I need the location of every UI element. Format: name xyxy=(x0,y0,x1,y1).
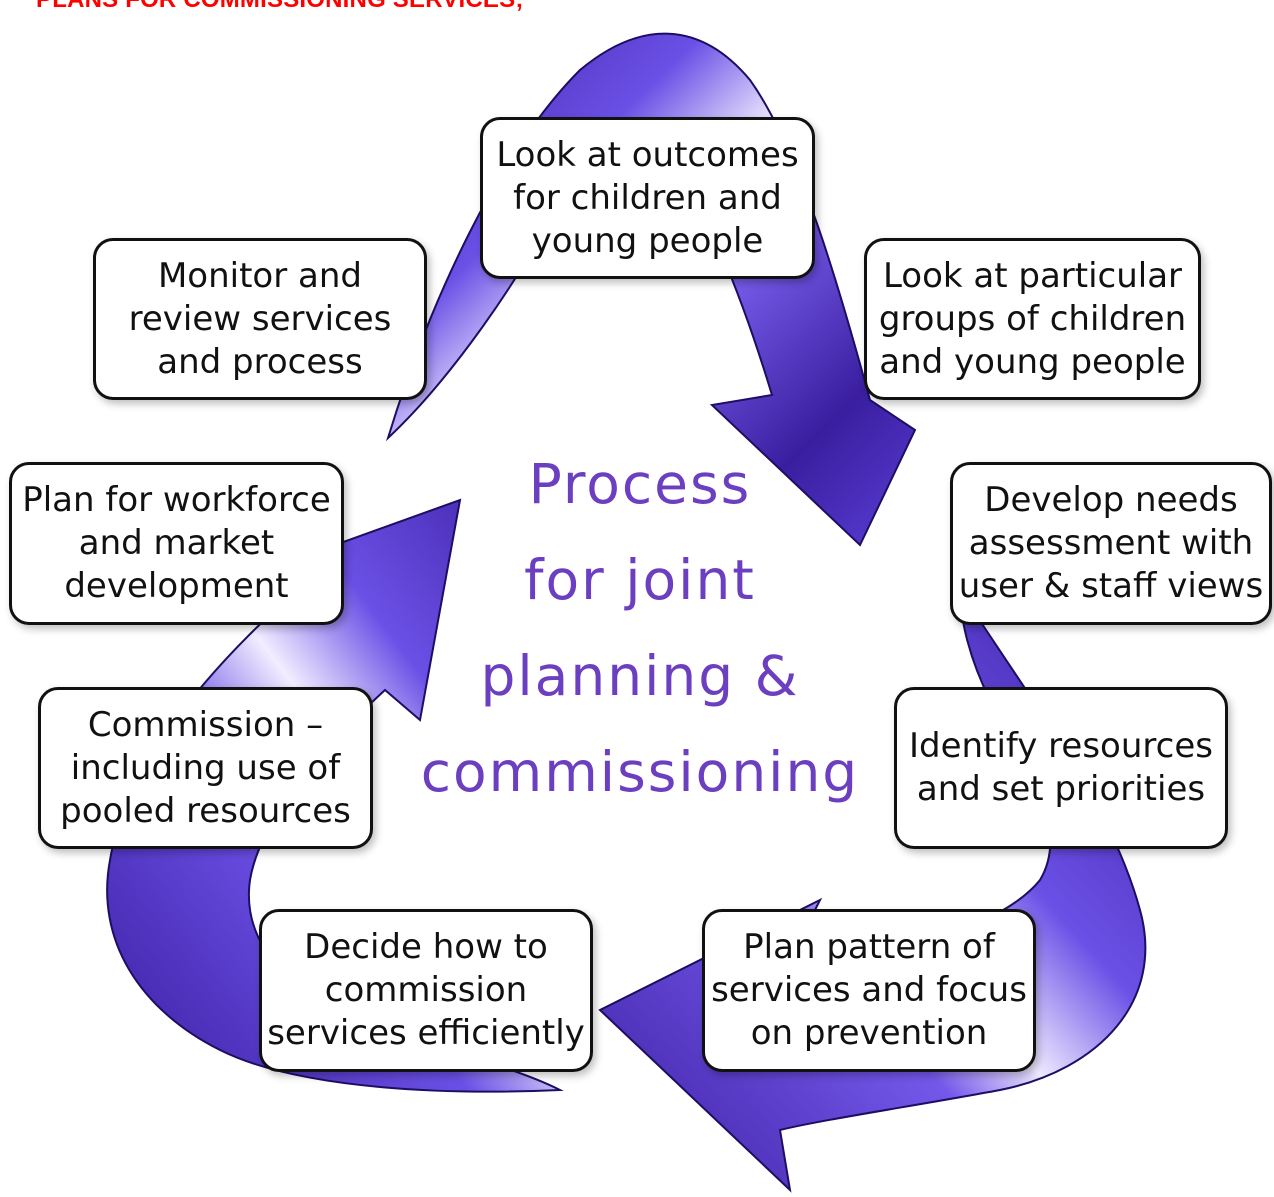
title-line: for joint xyxy=(524,548,756,612)
step-look-at-particular-groups: Look at particular groups of children an… xyxy=(864,238,1201,400)
step-line: and young people xyxy=(879,341,1186,382)
step-line: Look at particular xyxy=(882,255,1183,296)
step-identify-resources: Identify resources and set priorities xyxy=(894,687,1228,849)
step-line: Develop needs xyxy=(984,480,1238,520)
step-line: Plan for workforce xyxy=(22,480,331,520)
step-decide-how-to-commission: Decide how to commission services effici… xyxy=(259,909,593,1072)
title-line: Process xyxy=(528,452,752,516)
step-line: young people xyxy=(531,220,764,261)
title-line: commissioning xyxy=(420,740,860,804)
step-line: pooled resources xyxy=(60,790,351,831)
step-line: user & staff views xyxy=(958,566,1264,606)
step-line: commission xyxy=(324,970,528,1010)
step-line: for children and xyxy=(513,177,782,218)
header-text: PLANS FOR COMMISSIONING SERVICES; xyxy=(36,0,524,14)
step-develop-needs-assessment: Develop needs assessment with user & sta… xyxy=(950,462,1272,625)
step-plan-for-workforce: Plan for workforce and market developmen… xyxy=(9,462,344,625)
step-line: and market xyxy=(78,523,275,563)
step-line: Identify resources xyxy=(909,726,1213,766)
step-line: assessment with xyxy=(968,523,1254,563)
step-plan-pattern-of-services: Plan pattern of services and focus on pr… xyxy=(702,909,1036,1072)
step-line: and set priorities xyxy=(916,769,1206,809)
step-look-at-outcomes: Look at outcomes for children and young … xyxy=(480,117,815,279)
step-line: including use of xyxy=(70,747,341,788)
diagram-title: Process for joint planning & commissioni… xyxy=(380,436,900,820)
step-line: groups of children xyxy=(878,298,1187,339)
step-line: services efficiently xyxy=(267,1013,585,1053)
step-line: development xyxy=(64,566,289,606)
step-line: Plan pattern of xyxy=(743,927,995,967)
step-line: services and focus xyxy=(711,970,1027,1010)
step-line: and process xyxy=(157,341,363,382)
step-line: on prevention xyxy=(750,1013,988,1053)
step-line: review services xyxy=(128,298,392,339)
step-monitor-and-review: Monitor and review services and process xyxy=(93,238,427,400)
step-line: Decide how to xyxy=(304,927,548,967)
step-commission-pooled-resources: Commission – including use of pooled res… xyxy=(38,687,373,849)
step-line: Commission – xyxy=(87,704,324,745)
step-line: Look at outcomes xyxy=(496,134,799,175)
title-line: planning & xyxy=(480,644,800,708)
step-line: Monitor and xyxy=(157,255,362,296)
